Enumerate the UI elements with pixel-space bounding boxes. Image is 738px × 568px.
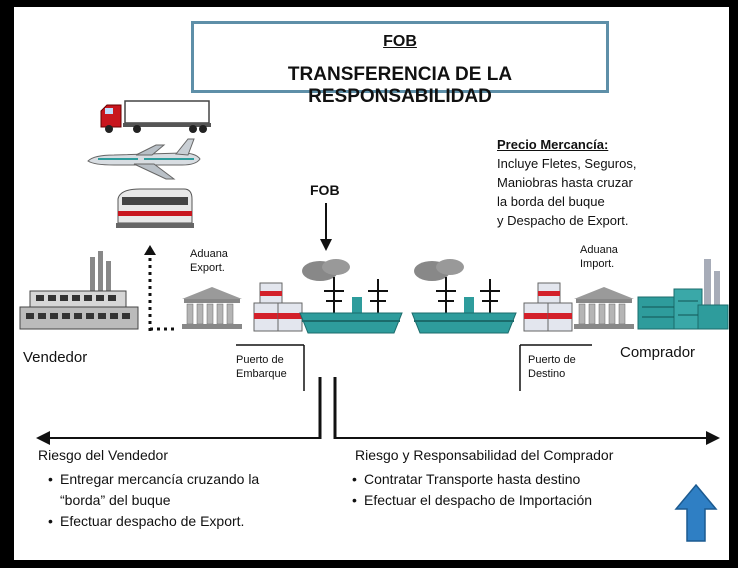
buyer-risk-item-text: Efectuar el despacho de Importación [364,492,593,508]
fob-down-arrow [320,203,332,251]
slide: FOB TRANSFERENCIA DE LA RESPONSABILIDAD [14,7,729,560]
port-origin-bracket [236,344,305,391]
bullet: • [48,471,53,487]
dotted-arrow [144,245,176,331]
truck-icon [100,100,211,133]
customs-import-line2: Import. [580,258,615,270]
customs-export-line2: Export. [190,262,225,274]
seller-label: Vendedor [23,349,88,366]
buyer-risk-arrow [334,431,720,445]
port-origin-line2: Embarque [236,368,287,380]
port-destination-label: Puerto de Destino [528,353,576,381]
buyer-risk-item-text: Contratar Transporte hasta destino [364,471,581,487]
port-origin-label: Puerto de Embarque [236,353,287,381]
title-main: TRANSFERENCIA DE LA RESPONSABILIDAD [287,64,513,107]
price-note-line: Incluye Fletes, Seguros, [497,156,637,171]
up-arrow-icon[interactable] [674,483,718,543]
customs-export-building-icon [182,287,242,329]
seller-risk-item-text: Efectuar despacho de Export. [60,513,245,529]
airplane-icon [87,138,201,180]
customs-import-building-icon [574,287,634,329]
bullet: • [352,492,357,508]
price-note-line: Maniobras hasta cruzar [497,175,633,190]
seller-risk-item-text: Entregar mercancía cruzando la “borda” d… [60,471,260,508]
buyer-risk-item: • Efectuar el despacho de Importación [352,490,592,511]
bullet: • [352,471,357,487]
buyer-risk-list: • Contratar Transporte hasta destino • Efe… [352,469,592,511]
price-note-line: la borda del buque [497,194,605,209]
price-note-heading: Precio Mercancía: [497,137,609,152]
crates-origin-icon [253,282,303,332]
port-destination-line1: Puerto de [528,354,576,366]
port-origin-line1: Puerto de [236,354,284,366]
customs-import-line1: Aduana [580,244,618,256]
risk-divider [318,377,337,439]
ship-destination-icon [411,259,517,334]
bullet: • [48,513,53,529]
title-box: FOB TRANSFERENCIA DE LA RESPONSABILIDAD [191,21,609,107]
port-destination-bracket [519,344,592,391]
factory-icon [19,251,139,330]
price-note: Precio Mercancía: Incluye Fletes, Seguro… [497,135,636,230]
seller-risk-heading: Riesgo del Vendedor [38,447,168,463]
customs-export-line1: Aduana [190,248,228,260]
ship-origin-icon [299,259,403,334]
price-note-line: y Despacho de Export. [497,213,629,228]
industrial-plant-icon [637,259,729,330]
seller-risk-item: • Entregar mercancía cruzando la “borda” … [48,469,308,511]
buyer-risk-heading: Riesgo y Responsabilidad del Comprador [355,447,614,463]
fob-marker-label: FOB [310,182,340,198]
seller-risk-list: • Entregar mercancía cruzando la “borda” … [48,469,308,532]
buyer-label: Comprador [620,344,696,361]
customs-import-label: Aduana Import. [580,243,618,271]
train-icon [116,188,194,228]
buyer-risk-item: • Contratar Transporte hasta destino [352,469,592,490]
title-fob: FOB [383,33,417,50]
seller-risk-item: • Efectuar despacho de Export. [48,511,308,532]
port-destination-line2: Destino [528,368,566,380]
seller-risk-arrow [36,431,320,445]
crates-destination-icon [523,282,573,332]
customs-export-label: Aduana Export. [190,247,228,275]
